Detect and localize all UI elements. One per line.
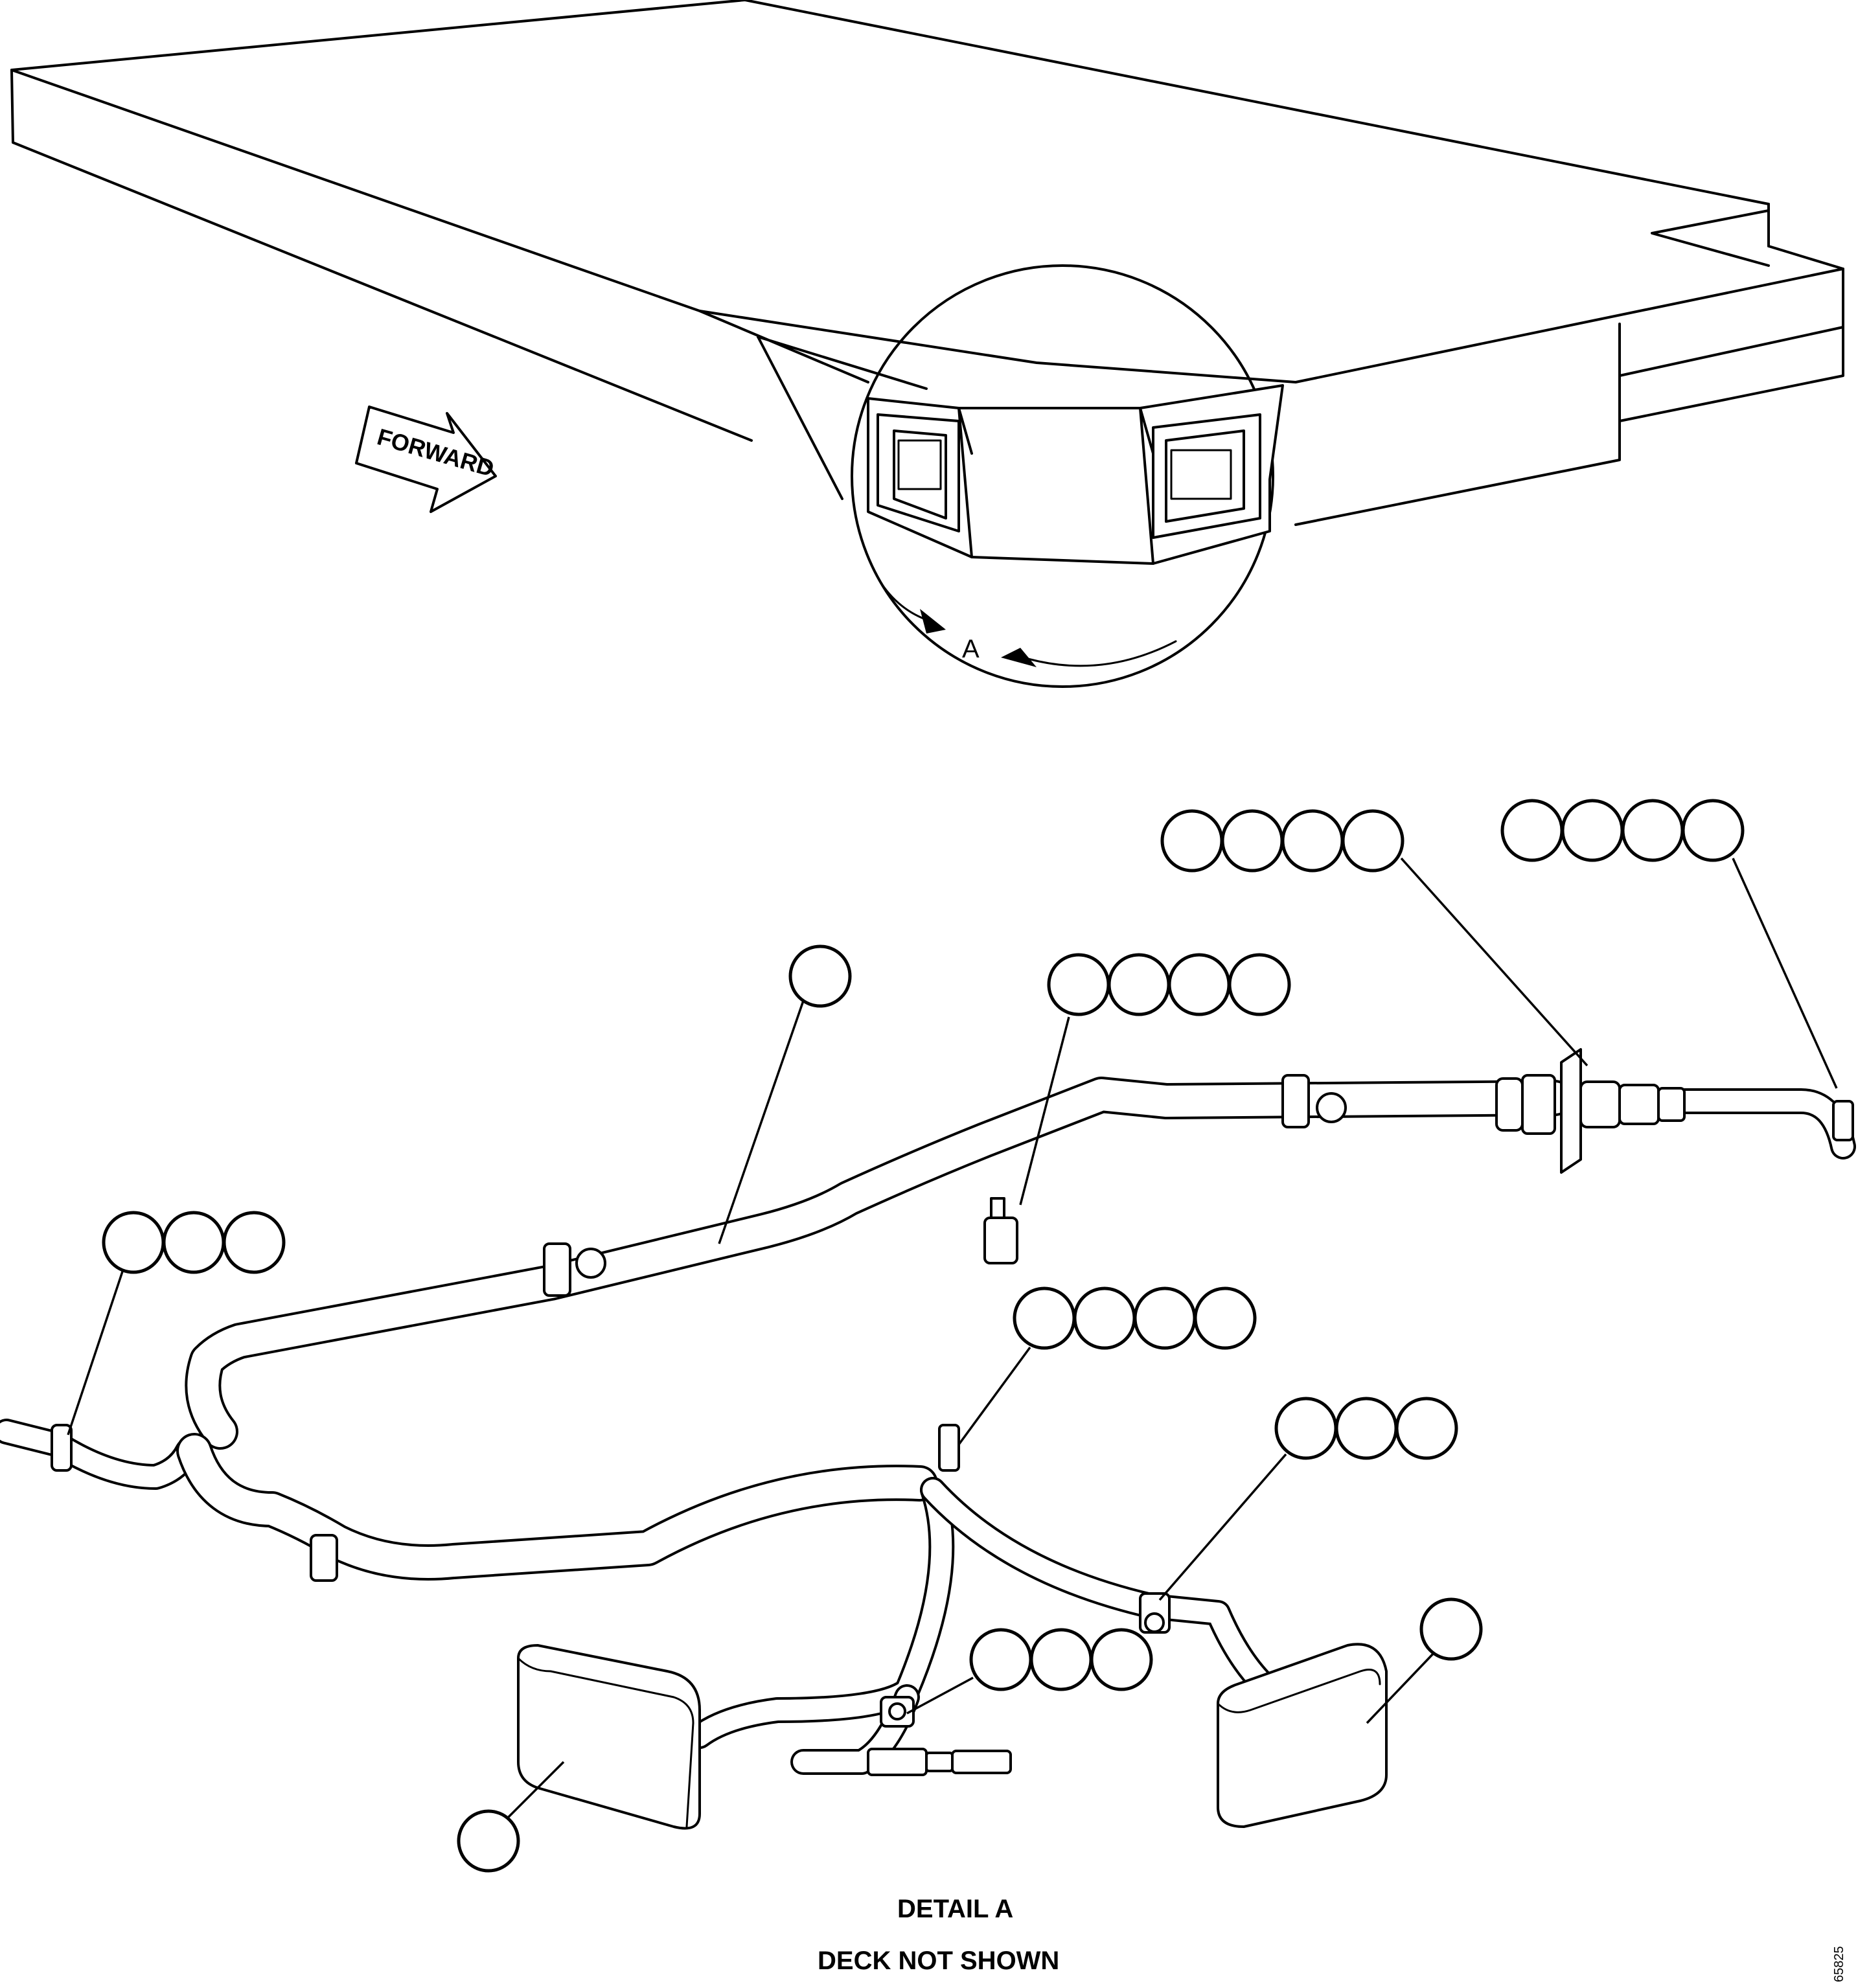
detail-note: DECK NOT SHOWN [818, 1947, 1059, 1975]
light-right [1217, 1643, 1388, 1828]
light-left [517, 1644, 701, 1830]
deck-drawing: A FORWARD [10, 0, 1844, 688]
wiring-harness [0, 1048, 1856, 1830]
clamps [51, 1074, 1854, 1728]
callout-group-light-right [1366, 1597, 1483, 1724]
detail-arrow-icon [1001, 648, 1037, 667]
callout-group-clamp-right [1158, 1397, 1458, 1601]
callout-group-clamp-mid [1019, 953, 1291, 1205]
connector-assembly [1495, 1048, 1686, 1174]
callout-group-connector-top-right [1500, 799, 1838, 1089]
callout-group-clamp-center [957, 1286, 1257, 1446]
detail-ref-label: A [962, 635, 980, 663]
callout-group-clamp-left [67, 1211, 286, 1435]
detail-circle [851, 264, 1284, 688]
forward-arrow-icon: FORWARD [355, 406, 497, 513]
figure-number: 65825 [1832, 1946, 1846, 1982]
callout-group-harness-main [718, 944, 852, 1244]
callout-group-clamp-lower [906, 1628, 1153, 1715]
callout-group-connector-top-left [1160, 809, 1588, 1067]
callout-group-light-left [457, 1761, 565, 1873]
detail-title: DETAIL A [897, 1895, 1013, 1923]
